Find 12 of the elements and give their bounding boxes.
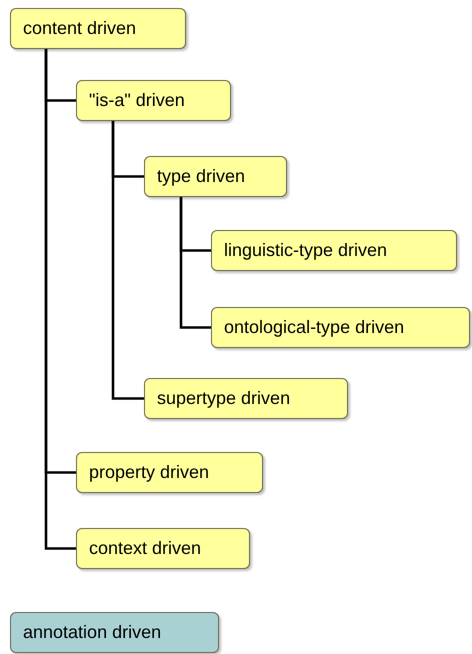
connector-line xyxy=(112,121,144,400)
node-box: type driven xyxy=(144,156,287,197)
node-box: property driven xyxy=(76,452,263,493)
node-box: context driven xyxy=(76,528,250,569)
node-box: linguistic-type driven xyxy=(211,230,457,271)
node-box: ontological-type driven xyxy=(211,307,470,348)
node-box: "is-a" driven xyxy=(76,80,231,121)
node-box: content driven xyxy=(10,8,186,49)
connector-line xyxy=(44,49,76,550)
connector-line xyxy=(180,197,211,329)
node-box: supertype driven xyxy=(144,378,348,419)
node-box: annotation driven xyxy=(10,612,219,653)
